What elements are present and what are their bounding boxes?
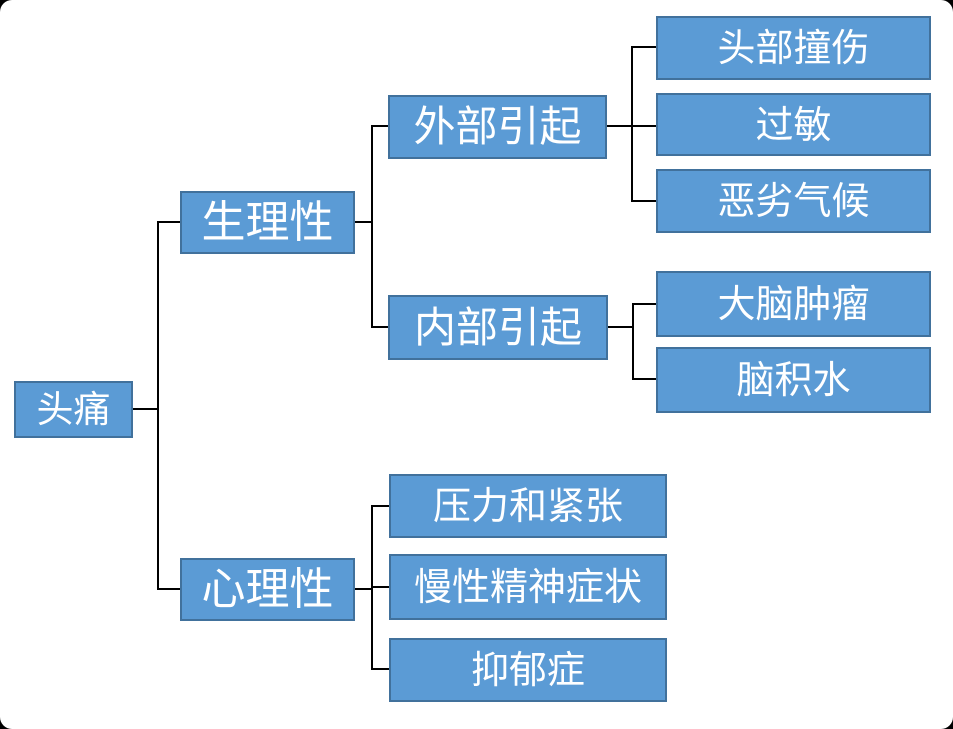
- connector-stub-chronic-mental: [371, 586, 391, 588]
- connector-spine-root: [157, 221, 159, 590]
- connector-stub-physiological: [157, 221, 180, 223]
- connector-spine-physiological: [371, 125, 373, 328]
- connector-internal-out: [606, 326, 634, 328]
- node-physiological[interactable]: 生理性: [180, 191, 355, 254]
- node-hydrocephalus[interactable]: 脑积水: [656, 347, 931, 413]
- connector-external-out: [605, 125, 633, 127]
- connector-stub-brain-tumor: [632, 303, 658, 305]
- node-stress-tension[interactable]: 压力和紧张: [389, 474, 667, 538]
- node-brain-tumor[interactable]: 大脑肿瘤: [656, 271, 931, 337]
- node-bad-weather[interactable]: 恶劣气候: [656, 169, 931, 233]
- node-head-injury[interactable]: 头部撞伤: [656, 16, 931, 80]
- connector-stub-head-injury: [631, 46, 658, 48]
- connector-stub-allergy: [631, 125, 658, 127]
- connector-root-out: [133, 408, 159, 410]
- connector-spine-internal: [632, 303, 634, 380]
- connector-psychological-out: [353, 588, 373, 590]
- node-psychological[interactable]: 心理性: [180, 558, 355, 621]
- connector-stub-bad-weather: [631, 200, 658, 202]
- connector-physiological-out: [353, 221, 373, 223]
- node-chronic-mental-symptoms[interactable]: 慢性精神症状: [389, 554, 667, 620]
- node-depression[interactable]: 抑郁症: [389, 638, 667, 702]
- connector-stub-psychological: [157, 588, 180, 590]
- connector-stub-hydrocephalus: [632, 378, 658, 380]
- connector-stub-stress-tension: [371, 505, 391, 507]
- node-allergy[interactable]: 过敏: [656, 93, 931, 156]
- node-external-causes[interactable]: 外部引起: [388, 95, 607, 159]
- connector-spine-external: [631, 46, 633, 202]
- node-internal-causes[interactable]: 内部引起: [388, 295, 608, 360]
- node-headache-root[interactable]: 头痛: [14, 381, 133, 438]
- connector-stub-external-causes: [371, 125, 390, 127]
- connector-stub-depression: [371, 668, 391, 670]
- connector-stub-internal-causes: [371, 326, 390, 328]
